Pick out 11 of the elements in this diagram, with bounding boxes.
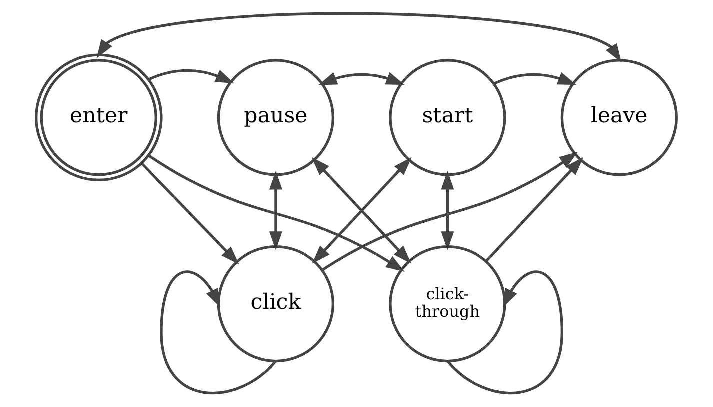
arrow <box>493 72 577 86</box>
arrow <box>318 72 405 86</box>
arrow <box>148 69 234 84</box>
node-circle: enter <box>35 54 163 182</box>
arrow <box>96 12 622 62</box>
arrow <box>441 171 454 250</box>
arrow <box>269 171 282 250</box>
arrow <box>140 162 240 265</box>
arrow <box>322 152 578 272</box>
arrow <box>486 157 584 262</box>
arrow <box>148 154 405 272</box>
